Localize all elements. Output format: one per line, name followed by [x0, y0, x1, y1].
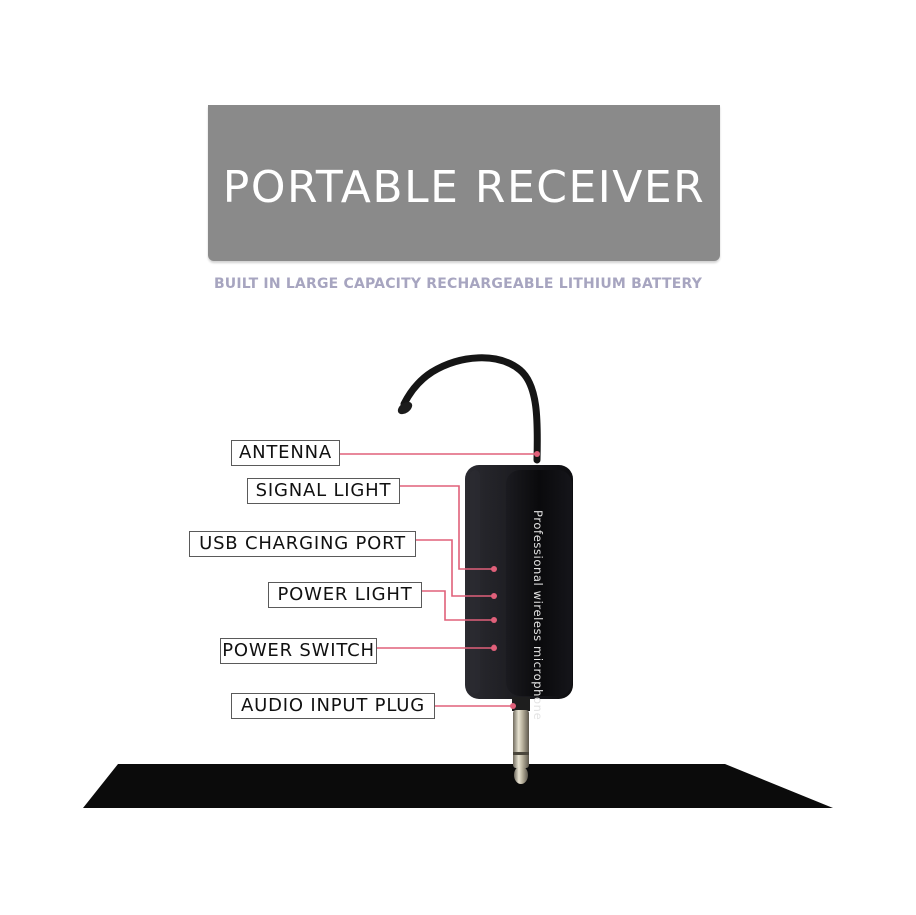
title-banner: PORTABLE RECEIVER	[208, 105, 720, 261]
callout-antenna: ANTENNA	[231, 440, 340, 466]
antenna-tip-icon	[397, 401, 413, 415]
callout-usb-charging-port: USB CHARGING PORT	[189, 531, 416, 557]
callout-power-light: POWER LIGHT	[268, 582, 422, 608]
callout-signal-light: SIGNAL LIGHT	[247, 478, 400, 504]
leader-endpoints	[491, 451, 540, 709]
plug-collar	[512, 697, 530, 711]
power-light-leader	[422, 590, 494, 621]
signal-light-leader	[400, 485, 494, 570]
plug-shaft	[513, 710, 529, 768]
subtitle: BUILT IN LARGE CAPACITY RECHARGEABLE LIT…	[213, 276, 703, 292]
leader-lines	[340, 453, 537, 707]
antenna-icon	[400, 354, 541, 464]
usb-port-leader	[416, 539, 494, 597]
plug-tip	[514, 766, 528, 784]
callout-power-switch: POWER SWITCH	[220, 638, 377, 664]
callout-audio-input-plug: AUDIO INPUT PLUG	[231, 693, 435, 719]
floor-surface	[83, 764, 833, 808]
page-title: PORTABLE RECEIVER	[222, 161, 706, 213]
device-brand-text: Professional wireless microphone	[531, 510, 545, 720]
receiver-face	[506, 470, 572, 696]
